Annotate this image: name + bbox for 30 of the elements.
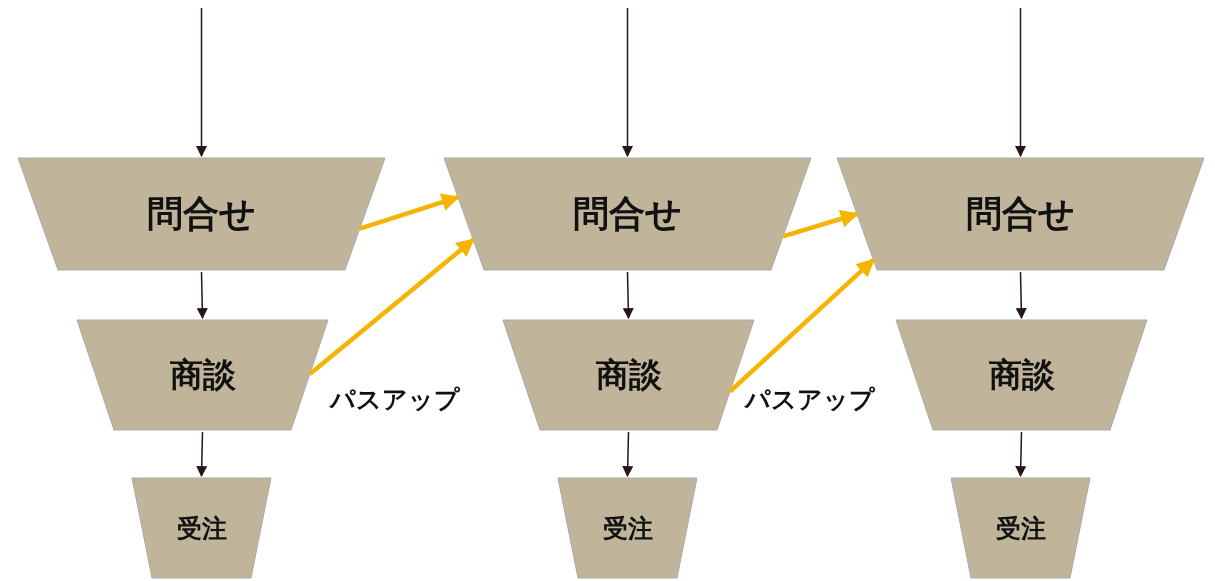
funnel-stage (896, 320, 1147, 430)
arrow (1015, 7, 1026, 158)
arrow (1015, 271, 1027, 320)
stage-label: 商談 (169, 353, 236, 396)
funnel-stage (77, 320, 328, 430)
stage-label: 問合せ (147, 191, 256, 236)
arrow (359, 193, 460, 231)
arrow (622, 271, 634, 320)
arrow (622, 431, 634, 478)
funnel-stage (18, 158, 385, 270)
funnel-stage (951, 478, 1090, 578)
stage-label: 問合せ (573, 191, 682, 236)
funnel-stage (444, 158, 811, 270)
arrow (196, 431, 208, 478)
funnel-stage (558, 478, 697, 578)
arrow (622, 7, 633, 158)
stage-label: 商談 (595, 353, 662, 396)
funnel-stage (837, 158, 1204, 270)
arrow (728, 258, 875, 394)
arrow (782, 210, 859, 239)
arrow (1015, 431, 1027, 478)
stage-label: 受注 (995, 512, 1046, 545)
arrow (196, 271, 208, 320)
stage-label: 問合せ (966, 191, 1075, 236)
arrow (196, 7, 207, 158)
stage-label: 受注 (602, 512, 653, 545)
stage-label: 商談 (988, 353, 1055, 396)
arrow (308, 238, 475, 376)
stage-label: 受注 (176, 512, 227, 545)
funnel-stage (132, 478, 271, 578)
